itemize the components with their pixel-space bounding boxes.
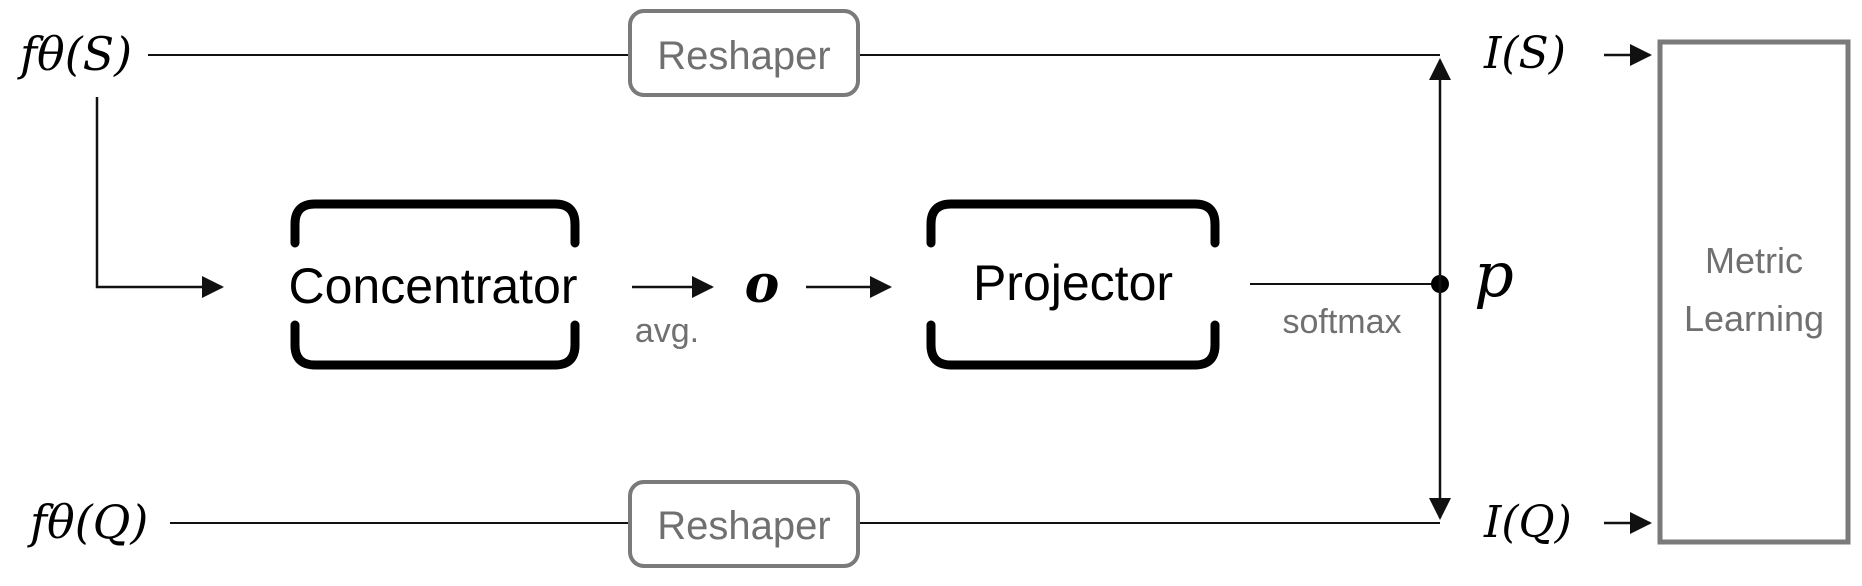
reshaper-bottom-box: [628, 480, 860, 568]
p-symbol: p: [1474, 238, 1514, 311]
query-output-label: I(Q): [1483, 497, 1572, 548]
query-input-label: fθ(Q): [27, 495, 148, 549]
metric-label-line1: Metric: [1705, 240, 1803, 281]
o-symbol: o: [745, 254, 780, 315]
concentrator-label: Concentrator: [288, 258, 577, 314]
support-to-concentrator-arrow: [95, 97, 224, 298]
reshaper-bottom-label: Reshaper: [657, 504, 830, 548]
concentrator-block: [290, 199, 580, 370]
avg-label: avg.: [635, 312, 699, 350]
metric-label-line2: Learning: [1684, 298, 1824, 339]
support-output-label: I(S): [1483, 28, 1566, 79]
projector-label: Projector: [973, 255, 1173, 311]
reshaper-top-box: [628, 9, 860, 97]
reshaper-top-label: Reshaper: [657, 34, 830, 78]
projector-block: [926, 199, 1220, 370]
metric-learning-box: [1657, 39, 1851, 545]
support-input-label: fθ(S): [17, 27, 132, 81]
softmax-label: softmax: [1282, 303, 1401, 341]
